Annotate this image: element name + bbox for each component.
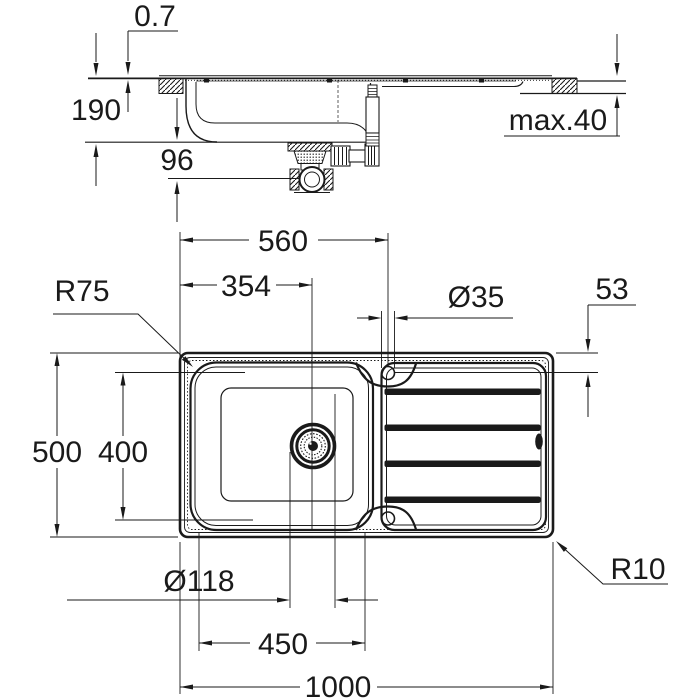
drainer-drain-slot — [535, 433, 543, 450]
dim-bowl-corner-radius: R75 — [53, 275, 193, 367]
dim-label-r75: R75 — [54, 275, 109, 308]
dim-label-354: 354 — [221, 270, 271, 303]
outlet-pipe — [348, 149, 368, 163]
trap-outlet-inner — [304, 171, 320, 188]
dim-counter-thickness: max.40 — [504, 34, 620, 137]
dim-label-500: 500 — [32, 436, 82, 469]
dim-outer-corner-radius: R10 — [556, 541, 668, 586]
dim-label-560: 560 — [258, 225, 308, 258]
overflow-connector-ribs — [368, 88, 377, 95]
sink-rim-inner-line — [184, 357, 549, 533]
overflow-connector — [367, 84, 378, 98]
overflow-lower-rib — [365, 132, 380, 147]
drain-trap-assembly — [287, 84, 380, 193]
dim-label-1000: 1000 — [305, 671, 372, 700]
overflow-pipe — [365, 96, 380, 134]
mounting-clips — [204, 79, 484, 83]
dim-400: 400 — [98, 372, 148, 520]
drain-flange — [287, 142, 333, 152]
bowl-rim-outline — [189, 361, 375, 532]
counter-section-left-hatch — [158, 78, 184, 94]
extension-lines — [50, 232, 598, 694]
drainer-outline — [380, 361, 548, 532]
drainer-ribs — [384, 388, 541, 503]
dim-label-450: 450 — [258, 628, 308, 661]
dim-label-0-7: 0.7 — [134, 0, 176, 33]
plan-view: 560 354 Ø35 53 R75 — [32, 225, 668, 700]
coupling-ribs-2 — [368, 145, 375, 165]
dim-label-o35: Ø35 — [448, 281, 505, 314]
dim-500: 500 — [32, 353, 82, 537]
bowl-far-wall-line — [195, 82, 371, 142]
dim-354: 354 — [180, 270, 312, 303]
dim-560: 560 — [180, 225, 388, 258]
counter-section-right-hatch — [551, 78, 578, 94]
dim-tap-hole-diameter: Ø35 — [357, 281, 513, 321]
strainer-cup — [293, 150, 327, 164]
dim-label-400: 400 — [98, 436, 148, 469]
bowl-floor-outline — [220, 387, 354, 502]
trap-outlet-circle — [298, 166, 326, 193]
overflow-rib-lines — [366, 136, 379, 144]
side-section-view: 0.7 190 96 max.40 — [71, 0, 626, 222]
tap-ledge-bottom-contour — [354, 505, 418, 531]
dim-label-max40: max.40 — [509, 104, 607, 137]
dim-label-53: 53 — [595, 273, 628, 306]
dim-label-190: 190 — [71, 94, 121, 127]
tap-ledge-top-contour — [354, 362, 418, 388]
dim-450: 450 — [199, 628, 365, 661]
sink-outer-edge — [178, 351, 555, 539]
dim-label-o118: Ø118 — [163, 565, 234, 598]
dim-label-r10: R10 — [610, 553, 665, 586]
dim-rim-thickness: 0.7 — [125, 0, 178, 112]
trap-collar-left — [289, 168, 300, 191]
drainer-underside-line — [382, 81, 524, 88]
pipe-coupling-left — [330, 145, 351, 167]
bowl-rim-inner-outline — [194, 366, 369, 526]
dim-bowl-depth: 190 — [71, 33, 121, 186]
coupling-ribs — [334, 147, 347, 165]
bowl-near-wall-left — [185, 79, 218, 143]
rim-stipple-band — [187, 360, 546, 530]
dim-drain-diameter: Ø118 — [67, 565, 378, 603]
dim-53: 53 — [585, 273, 636, 417]
dim-drain-drop: 96 — [160, 98, 299, 222]
dim-1000: 1000 — [180, 671, 553, 700]
dim-label-96: 96 — [160, 144, 193, 177]
drain-strainer — [289, 422, 337, 470]
